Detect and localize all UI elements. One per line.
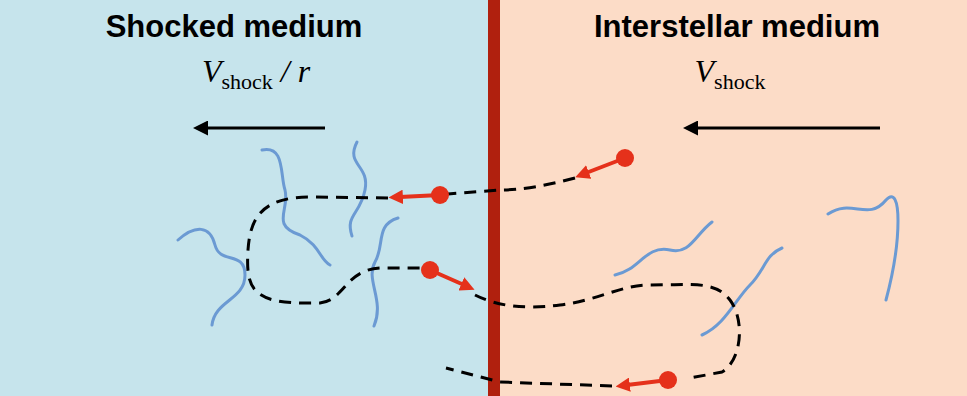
magnetic-field-lines — [178, 142, 898, 335]
particle-paths — [248, 178, 740, 386]
velocity-arrow — [205, 127, 325, 130]
particle-arrow — [400, 195, 440, 197]
particle-dot — [421, 261, 439, 279]
particle-dot — [659, 371, 677, 389]
field-line — [372, 218, 398, 326]
symbol-tail: / r — [273, 53, 310, 89]
particle-arrow — [586, 158, 625, 173]
subscript: shock — [714, 69, 765, 94]
region-title: Interstellar medium — [594, 9, 880, 45]
particle-dot — [616, 149, 634, 167]
velocity-label: Vshock — [695, 51, 766, 102]
field-line — [828, 197, 898, 300]
particle-path — [448, 178, 575, 194]
particle-path — [248, 197, 422, 303]
particle-path — [446, 368, 612, 386]
region-title: Shocked medium — [106, 9, 363, 45]
field-line — [350, 142, 365, 236]
particle-dot — [431, 186, 449, 204]
field-line — [262, 149, 330, 265]
symbol: V — [695, 53, 715, 89]
interstellar-region: Interstellar mediumVshock — [500, 0, 967, 396]
particles — [400, 149, 677, 389]
particle-arrow — [430, 270, 464, 285]
velocity-label: Vshock / r — [202, 51, 310, 102]
particle-path — [475, 284, 739, 378]
particle-arrow — [627, 380, 668, 385]
shocked-region: Shocked mediumVshock / r — [0, 0, 488, 396]
subscript: shock — [221, 69, 272, 94]
velocity-arrow — [695, 127, 880, 130]
field-line — [615, 222, 712, 275]
symbol: V — [202, 53, 222, 89]
shock-front — [488, 0, 500, 396]
field-line — [702, 248, 782, 335]
field-line — [178, 229, 245, 325]
